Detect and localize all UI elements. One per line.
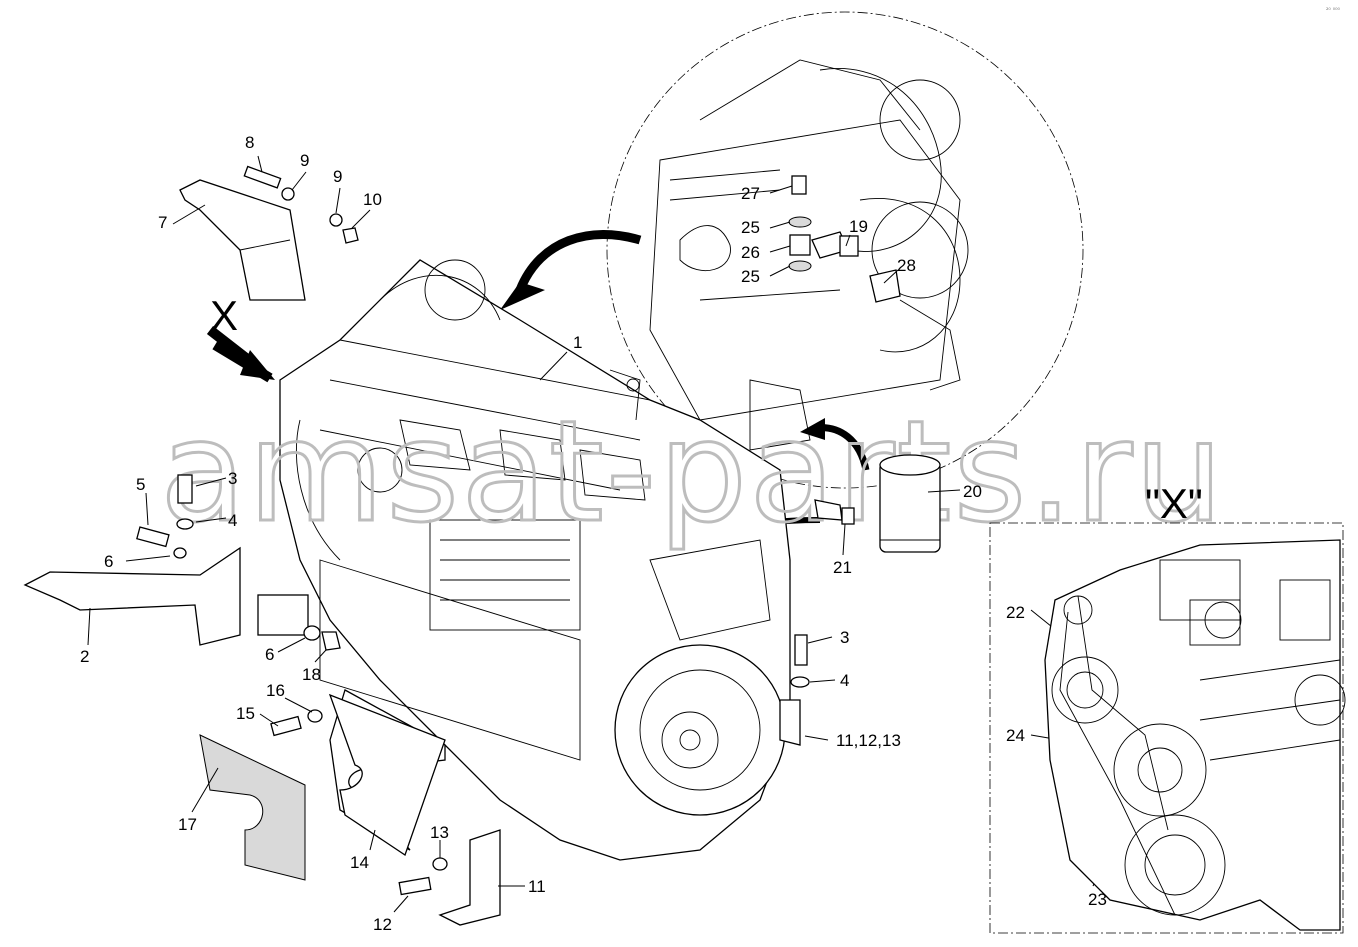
callout-13: 13 [430,823,449,842]
detail-circle [606,11,1084,489]
callout-6-left: 6 [104,552,113,571]
bracket-7 [179,165,359,301]
callout-16: 16 [266,681,285,700]
callout-19: 19 [849,217,868,236]
leader-lines [87,155,1106,913]
callout-labels: 1 2 3 3 4 4 5 6 6 7 8 9 9 10 11,12,13 11… [80,133,1107,934]
corner-mark: ²⁰ ⁰⁰⁰ [1326,7,1341,14]
view-x-markers: X "X" [210,292,1203,527]
callout-7: 7 [158,213,167,232]
callout-15: 15 [236,704,255,723]
callout-11: 11 [528,877,546,896]
bracket-2 [23,474,341,651]
engine-block [279,259,791,861]
callout-10: 10 [363,190,382,209]
callout-12: 12 [373,915,392,934]
callout-11-12-13: 11,12,13 [836,731,901,750]
callout-24: 24 [1006,726,1025,745]
callout-25-lower: 25 [741,267,760,286]
callout-25-upper: 25 [741,218,760,237]
view-x-box [989,522,1346,934]
filter-20 [879,454,941,553]
callout-17: 17 [178,815,197,834]
callout-8: 8 [245,133,254,152]
view-x-title: "X" [1145,480,1203,527]
callout-27: 27 [741,184,760,203]
shield-14 [270,689,446,857]
callout-4-upper: 4 [228,511,237,530]
bracket-11 [398,634,810,926]
callout-28: 28 [897,256,916,275]
callout-5: 5 [136,475,145,494]
callout-22: 22 [1006,603,1025,622]
callout-20: 20 [963,482,982,501]
callout-9-left: 9 [300,151,309,170]
callout-1: 1 [573,333,582,352]
sensor-21 [814,499,855,525]
sensor-stack [788,175,901,303]
callout-26: 26 [741,243,760,262]
callout-14: 14 [350,853,369,872]
watermark: amsat-parts.ru [160,391,1225,554]
view-x-arrow-label: X [210,292,238,339]
callout-18: 18 [302,665,321,684]
callout-23: 23 [1088,890,1107,909]
callout-3-lower: 3 [840,628,849,647]
callout-9-right: 9 [333,167,342,186]
callout-2: 2 [80,647,89,666]
callout-21: 21 [833,558,852,577]
pad-17 [199,734,306,881]
callout-3-upper: 3 [228,469,237,488]
callout-4-lower: 4 [840,671,849,690]
callout-6-right: 6 [265,645,274,664]
